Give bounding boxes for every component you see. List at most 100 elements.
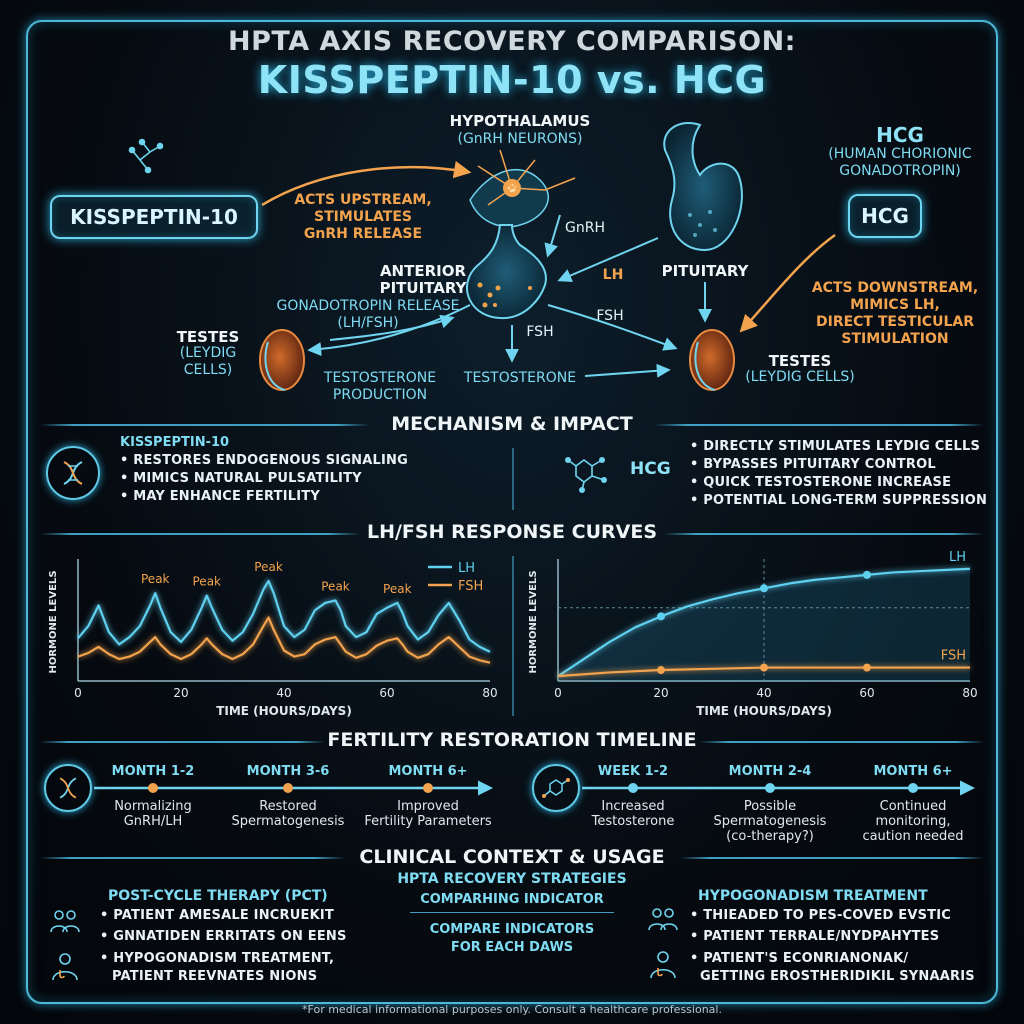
divider bbox=[40, 857, 345, 859]
clinical-mid-sub-2: FOR EACH DAWS bbox=[450, 940, 574, 955]
mech-left-item: • RESTORES ENDOGENOUS SIGNALING bbox=[120, 453, 408, 468]
kisspeptin-box: KISSPEPTIN-10 bbox=[50, 195, 258, 239]
dna-icon bbox=[46, 446, 100, 500]
timeline-milestone-text: Restored bbox=[259, 799, 317, 814]
hcg-title-label: HCG bbox=[876, 123, 924, 147]
peak-annotation: Peak bbox=[141, 572, 170, 586]
fsh-right-label: FSH bbox=[596, 308, 624, 324]
clinical-right-item: GETTING EROSTHERIDIKIL SYNAARIS bbox=[700, 969, 975, 984]
pituitary-right-icon bbox=[663, 122, 743, 252]
x-tick-label: 40 bbox=[756, 686, 771, 700]
data-point-lh bbox=[863, 570, 871, 579]
timeline-milestone-text: Possible bbox=[743, 799, 797, 814]
testosterone-arrow bbox=[584, 363, 671, 378]
anterior-pituitary-icon bbox=[466, 224, 547, 320]
legend-label-fsh: FSH bbox=[458, 579, 483, 594]
patients-icon bbox=[646, 904, 680, 934]
timeline-milestone-heading: MONTH 6+ bbox=[873, 764, 953, 779]
timeline-milestone-text: Improved bbox=[397, 799, 459, 814]
series-label-fsh: FSH bbox=[941, 649, 966, 664]
divider bbox=[40, 424, 370, 426]
clinical-left-item: • HYPOGONADISM TREATMENT, bbox=[100, 951, 335, 966]
mech-left-item: • MAY ENHANCE FERTILITY bbox=[120, 489, 320, 504]
clinical-left-heading: POST-CYCLE THERAPY (PCT) bbox=[108, 888, 328, 904]
hcg-full-2: GONADOTROPIN) bbox=[839, 163, 961, 179]
kiss-action-3: GnRH RELEASE bbox=[303, 226, 423, 242]
data-point-fsh bbox=[863, 663, 871, 672]
testes-left-label-2: (LEYDIG bbox=[179, 345, 237, 361]
hypothalamus-label: HYPOTHALAMUS bbox=[449, 112, 591, 130]
clinical-left-item: PATIENT REEVNATES NIONS bbox=[112, 969, 318, 984]
peak-annotation: Peak bbox=[254, 560, 283, 574]
kiss-to-hypothalamus-arrow bbox=[261, 160, 472, 207]
curves-title: LH/FSH RESPONSE CURVES bbox=[366, 521, 658, 543]
x-tick-label: 60 bbox=[859, 686, 874, 700]
testes-left-label-1: TESTES bbox=[176, 328, 240, 346]
clinical-left-item: • PATIENT AMESALE INCRUEKIT bbox=[100, 908, 334, 923]
title-line-1: HPTA AXIS RECOVERY COMPARISON: bbox=[228, 26, 796, 57]
x-tick-label: 0 bbox=[554, 686, 562, 700]
series-line-lh bbox=[77, 579, 491, 653]
clinical-right-item: • PATIENT'S ECONRIANONAK/ bbox=[690, 951, 909, 966]
anterior-pituitary-label-2: PITUITARY bbox=[379, 279, 467, 297]
testes-right-icon bbox=[689, 329, 735, 391]
timeline-milestone-heading: MONTH 3-6 bbox=[246, 764, 330, 779]
hypothalamus-neuron-icon bbox=[469, 149, 576, 228]
testes-right-label-2: (LEYDIG CELLS) bbox=[745, 369, 855, 385]
anterior-pituitary-label-1: ANTERIOR bbox=[379, 262, 467, 280]
timeline-milestone-text: GnRH/LH bbox=[123, 814, 183, 829]
hcg-action-2: MIMICS LH, bbox=[850, 297, 940, 313]
data-point-lh bbox=[760, 584, 768, 593]
outer-frame bbox=[26, 20, 998, 1004]
dna-icon bbox=[44, 764, 92, 812]
testes-left-icon bbox=[259, 329, 305, 391]
pituitary-right-label: PITUITARY bbox=[661, 262, 749, 280]
timeline-milestone-heading: MONTH 6+ bbox=[388, 764, 468, 779]
x-tick-label: 20 bbox=[653, 686, 668, 700]
divider bbox=[700, 741, 984, 743]
title-line-2: KISSPEPTIN-10 vs. HCG bbox=[257, 58, 767, 102]
timeline-milestone-text: Continued bbox=[879, 799, 947, 814]
hcg-full-1: (HUMAN CHORIONIC bbox=[828, 146, 972, 162]
data-point-lh bbox=[657, 612, 665, 621]
timeline-arrows bbox=[94, 780, 975, 796]
series-line-fsh bbox=[77, 616, 491, 664]
timeline-milestone-text: Spermatogenesis bbox=[231, 814, 345, 829]
series-label-lh: LH bbox=[949, 550, 966, 565]
timeline-milestone-heading: MONTH 1-2 bbox=[111, 764, 195, 779]
patients-icon bbox=[48, 906, 82, 936]
lh-arrow bbox=[557, 237, 659, 283]
timeline-milestone-heading: MONTH 2-4 bbox=[728, 764, 812, 779]
lh-area-fill bbox=[558, 568, 970, 681]
doctor-icon bbox=[646, 948, 680, 980]
x-tick-label: 0 bbox=[74, 686, 82, 700]
mech-left-item: • MIMICS NATURAL PULSATILITY bbox=[120, 471, 362, 486]
gonadotropin-release-2: (LH/FSH) bbox=[337, 315, 399, 331]
x-axis-label: TIME (HOURS/DAYS) bbox=[696, 704, 832, 718]
x-tick-label: 60 bbox=[379, 686, 394, 700]
peak-annotation: Peak bbox=[193, 575, 222, 589]
divider bbox=[40, 741, 325, 743]
timeline-milestone-text: Increased bbox=[601, 799, 665, 814]
timeline-title: FERTILITY RESTORATION TIMELINE bbox=[327, 729, 697, 751]
divider bbox=[512, 556, 514, 716]
timeline-milestone-text: Fertility Parameters bbox=[364, 814, 492, 829]
testosterone-production-1: TESTOSTERONE bbox=[323, 370, 437, 386]
hcg-action-1: ACTS DOWNSTREAM, bbox=[811, 280, 979, 296]
testes-left-label-3: CELLS) bbox=[183, 362, 233, 378]
testes-right-label-1: TESTES bbox=[768, 352, 832, 370]
x-tick-label: 80 bbox=[962, 686, 977, 700]
feedback-arrow bbox=[329, 314, 455, 341]
mechanism-title: MECHANISM & IMPACT bbox=[391, 413, 633, 435]
gnrh-arrow bbox=[544, 214, 561, 258]
divider bbox=[664, 533, 984, 535]
timeline-milestone-text: Testosterone bbox=[591, 814, 675, 829]
mech-right-item: • POTENTIAL LONG-TERM SUPPRESSION bbox=[690, 493, 988, 508]
clinical-mid-heading-1: HPTA RECOVERY STRATEGIES bbox=[397, 871, 627, 887]
clinical-left-item: • GNNATIDEN ERRITATS ON EENS bbox=[100, 929, 347, 944]
mech-right-item: • QUICK TESTOSTERONE INCREASE bbox=[690, 475, 952, 490]
divider bbox=[410, 912, 614, 913]
molecule-icon bbox=[128, 138, 164, 174]
data-point-fsh bbox=[760, 663, 768, 672]
